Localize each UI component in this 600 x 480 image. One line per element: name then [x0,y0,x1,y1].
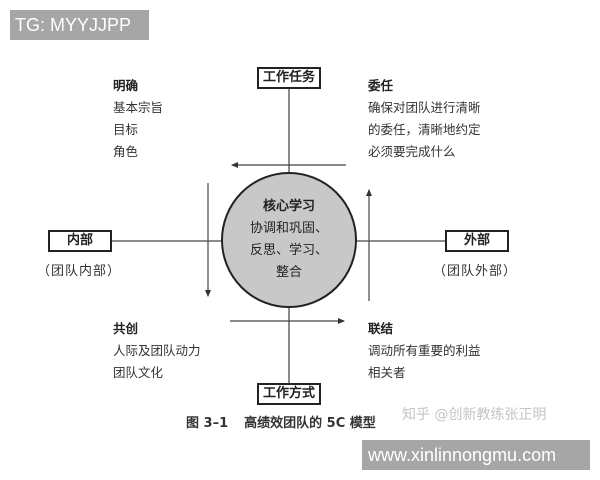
zhihu-watermark: 知乎 @创新教练张正明 [402,407,547,423]
core-line: 整合 [275,265,302,280]
right-sublabel: （团队外部） [433,264,518,279]
tg-tag-overlay: TG: MYYJJPP [10,10,149,40]
figure-caption: 图 3–1 高绩效团队的 5C 模型 [186,412,376,431]
axis-box-left: 内部 [48,230,112,252]
quadrant-title: 委任 [368,78,394,93]
quadrant-top-right: 委任 确保对团队进行清晰 的委任，清晰地约定 必须要完成什么 [368,75,481,163]
core-circle [221,172,357,308]
quadrant-bottom-left: 共创 人际及团队动力 团队文化 [113,318,201,384]
axis-box-bottom: 工作方式 [257,383,321,405]
quadrant-title: 共创 [113,321,139,336]
left-sublabel: （团队内部） [37,264,122,279]
quadrant-title: 明确 [113,78,139,93]
core-learning-text: 核心学习 协调和巩固、 反思、学习、 整合 [222,196,356,284]
quadrant-line: 相关者 [368,365,406,380]
axis-box-top: 工作任务 [257,67,321,89]
figure-number: 图 3–1 [186,416,229,431]
figure-title: 高绩效团队的 5C 模型 [244,416,376,431]
url-banner-overlay: www.xinlinnongmu.com [362,440,590,470]
quadrant-line: 人际及团队动力 [113,343,201,358]
quadrant-line: 团队文化 [113,365,164,380]
quadrant-title: 联结 [368,321,394,336]
quadrant-line: 必须要完成什么 [368,144,456,159]
quadrant-line: 目标 [113,122,139,137]
quadrant-bottom-right: 联结 调动所有重要的利益 相关者 [368,318,481,384]
quadrant-line: 调动所有重要的利益 [368,343,481,358]
quadrant-line: 基本宗旨 [113,100,164,115]
quadrant-line: 的委任，清晰地约定 [368,122,481,137]
core-line: 反思、学习、 [249,243,328,258]
core-title: 核心学习 [262,199,315,214]
quadrant-line: 确保对团队进行清晰 [368,100,481,115]
axis-box-right: 外部 [445,230,509,252]
quadrant-top-left: 明确 基本宗旨 目标 角色 [113,75,163,163]
quadrant-line: 角色 [113,144,139,159]
core-line: 协调和巩固、 [249,221,328,236]
